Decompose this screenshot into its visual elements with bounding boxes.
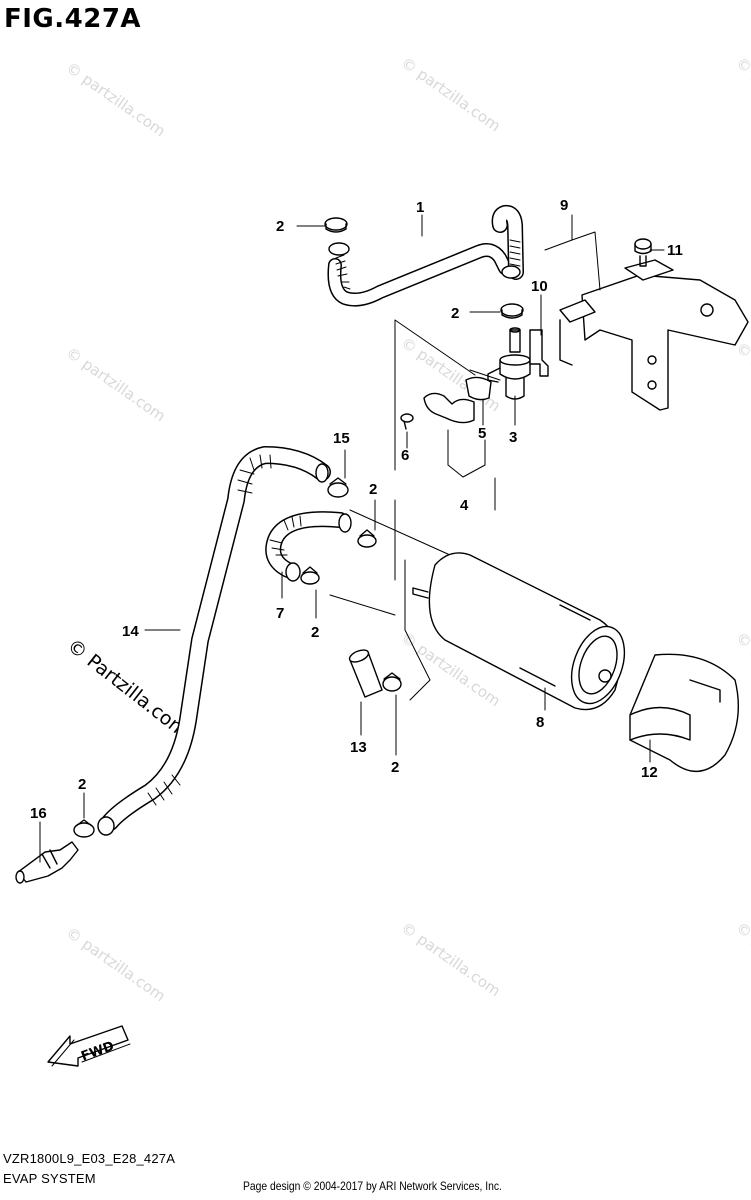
clamp-top[interactable] bbox=[324, 217, 348, 233]
watermark: © partzilla.com bbox=[733, 919, 751, 1001]
model-code: VZR1800L9_E03_E28_427A bbox=[3, 1151, 176, 1166]
assembly-lines bbox=[329, 319, 501, 701]
fwd-arrow-icon bbox=[47, 1025, 131, 1067]
leader-group-4 bbox=[447, 429, 486, 478]
callout-2[interactable]: 2 bbox=[311, 624, 319, 641]
watermark: © partzilla.com bbox=[398, 919, 504, 1001]
part-16-fitting[interactable] bbox=[15, 841, 79, 884]
callout-3[interactable]: 3 bbox=[509, 429, 517, 446]
watermark: © partzilla.com bbox=[733, 339, 751, 421]
watermark: © partzilla.com bbox=[63, 59, 169, 141]
clamp-upper-right[interactable] bbox=[500, 303, 524, 319]
callout-4[interactable]: 4 bbox=[460, 497, 469, 514]
clamp-mid-c[interactable] bbox=[300, 566, 320, 585]
callout-11[interactable]: 11 bbox=[667, 242, 683, 259]
part-14-hose[interactable] bbox=[97, 446, 331, 836]
part-9-bracket[interactable] bbox=[559, 259, 749, 411]
watermark: © partzilla.com bbox=[63, 344, 169, 426]
callout-12[interactable]: 12 bbox=[641, 764, 658, 781]
clamp-lower-d[interactable] bbox=[382, 672, 402, 692]
leader-lines bbox=[39, 214, 665, 863]
callout-14[interactable]: 14 bbox=[122, 623, 139, 640]
callout-7[interactable]: 7 bbox=[276, 605, 284, 622]
watermark: © partzilla.com bbox=[398, 54, 504, 136]
watermark: © partzilla.com bbox=[63, 924, 169, 1006]
part-6-screw[interactable] bbox=[400, 413, 414, 430]
callout-2[interactable]: 2 bbox=[369, 481, 377, 498]
callout-2[interactable]: 2 bbox=[391, 759, 399, 776]
part-3-valve[interactable] bbox=[487, 327, 531, 400]
callout-6[interactable]: 6 bbox=[401, 447, 409, 464]
watermark: © partzilla.com bbox=[733, 54, 751, 136]
callout-2[interactable]: 2 bbox=[451, 305, 459, 322]
watermark-prominent: © Partzilla.com bbox=[63, 635, 192, 743]
watermark-layer: © partzilla.com © partzilla.com © partzi… bbox=[63, 54, 751, 1006]
callout-2[interactable]: 2 bbox=[276, 218, 284, 235]
part-12-cover[interactable] bbox=[629, 653, 740, 773]
clamp-mid-a[interactable] bbox=[327, 477, 349, 498]
figure-title: FIG.427A bbox=[4, 4, 142, 34]
page-credit: Page design © 2004-2017 by ARI Network S… bbox=[243, 1179, 502, 1193]
part-4-bracket[interactable] bbox=[423, 392, 475, 424]
callout-13[interactable]: 13 bbox=[350, 739, 367, 756]
part-11-bolt[interactable] bbox=[634, 238, 652, 267]
part-13-pipe[interactable] bbox=[348, 648, 383, 698]
clamp-bottom-e[interactable] bbox=[73, 819, 95, 838]
part-10-clip[interactable] bbox=[529, 329, 549, 377]
part-1-hose[interactable] bbox=[327, 204, 524, 307]
clamp-mid-b[interactable] bbox=[357, 529, 377, 548]
part-8-canister[interactable] bbox=[412, 552, 634, 711]
callout-9[interactable]: 9 bbox=[560, 197, 568, 214]
callout-2[interactable]: 2 bbox=[78, 776, 86, 793]
part-7-hose[interactable] bbox=[265, 511, 352, 582]
callout-10[interactable]: 10 bbox=[531, 278, 548, 295]
callout-16[interactable]: 16 bbox=[30, 805, 47, 822]
callout-8[interactable]: 8 bbox=[536, 714, 544, 731]
system-name: EVAP SYSTEM bbox=[3, 1171, 96, 1186]
callout-5[interactable]: 5 bbox=[478, 425, 486, 442]
callout-15[interactable]: 15 bbox=[333, 430, 350, 447]
callout-1[interactable]: 1 bbox=[416, 199, 424, 216]
part-5-clamp[interactable] bbox=[465, 376, 492, 401]
